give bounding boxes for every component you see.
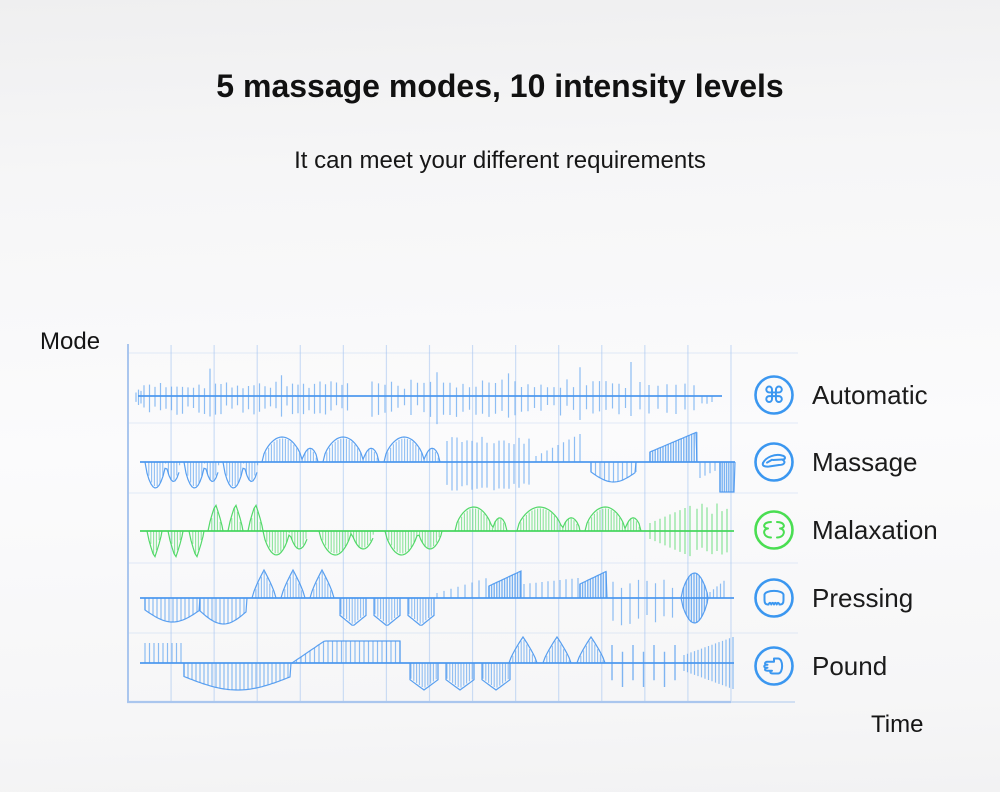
arche-shape [251,568,277,599]
hump-shape [261,436,319,463]
waveform-row-automatic [135,362,722,425]
petal-shape [207,504,224,532]
chart-axes [127,344,795,704]
waveform-row-pressing [140,568,734,626]
page-subtitle: It can meet your different requirements [294,147,706,174]
arche-shape [508,635,538,664]
petal-shape [247,504,264,532]
petal-shape [167,530,184,558]
shield-shape [445,663,475,691]
hump-shape [318,530,374,556]
pressing-foot-icon [754,578,794,618]
shield-shape [409,663,439,691]
command-icon: ⌘ [754,375,794,415]
hump-shape [262,530,308,556]
waveform-row-pound [140,635,734,691]
legend-label: Automatic [812,379,928,410]
shield-shape [373,598,401,626]
page-title: 5 massage modes, 10 intensity levels [216,68,784,104]
legend-label: Pound [812,650,888,681]
petal-shape [227,504,244,532]
waveform-row-malaxation [140,503,734,558]
arche-shape [309,568,335,599]
hump-shape [222,461,258,489]
hump-shape [454,506,508,532]
mode-axis-label: Mode [40,328,101,355]
hump-shape [384,530,443,556]
hump-shape [516,506,581,532]
kneading-icon [754,510,794,550]
waveform-row-massage [140,431,736,493]
hump-shape [322,436,380,463]
legend-item-pound: Pound [752,644,887,688]
legend-item-massage: Massage [752,440,918,484]
massage-hand-icon [754,442,794,482]
shield-shape [339,598,367,626]
legend-item-malaxation: Malaxation [752,508,938,552]
hump-shape [183,461,219,489]
hump-shape [144,461,180,489]
legend-label: Malaxation [812,514,938,545]
hump-shape [584,506,642,532]
shield-shape [407,598,435,626]
svg-text:⌘: ⌘ [763,383,784,409]
petal-shape [188,530,205,558]
legend-label: Pressing [812,582,914,613]
arche-shape [280,568,306,599]
arche-shape [542,635,572,664]
shield-shape [481,663,511,691]
legend-item-automatic: ⌘ Automatic [752,373,928,417]
legend-label: Massage [812,446,918,477]
time-axis-label: Time [871,711,924,738]
hump-shape [383,436,441,463]
legend-item-pressing: Pressing [752,576,913,620]
pound-fist-icon [754,646,794,686]
petal-shape [146,530,163,558]
arche-shape [576,635,606,664]
